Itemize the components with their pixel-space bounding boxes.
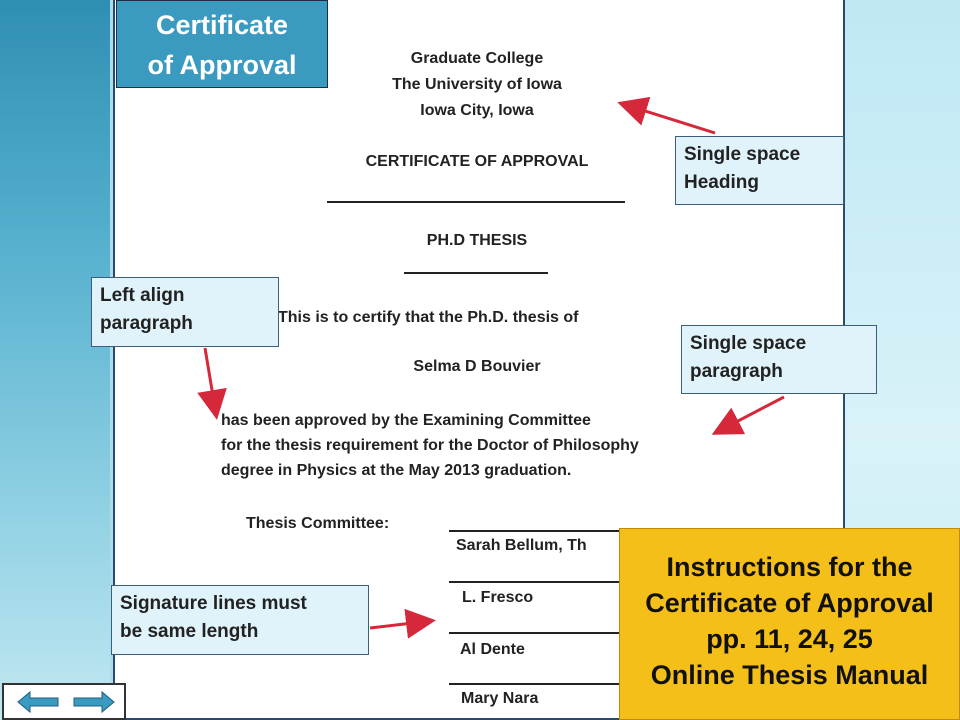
instructions-line-2: Certificate of Approval (645, 588, 934, 618)
instructions-line-1: Instructions for the (666, 552, 913, 582)
approval-line-3: degree in Physics at the May 2013 gradua… (221, 462, 572, 479)
committee-member-2: L. Fresco (462, 589, 534, 606)
signature-line (449, 530, 623, 532)
instructions-line-4: Online Thesis Manual (650, 660, 929, 690)
committee-member-3: Al Dente (460, 641, 525, 658)
slide-title: Certificate of Approval (116, 0, 328, 88)
student-name: Selma D Bouvier (413, 358, 541, 375)
committee-member-1: Sarah Bellum, Th (456, 537, 587, 554)
certify-text: This is to certify that the Ph.D. thesis… (278, 309, 579, 326)
slide-title-line-2: of Approval (147, 50, 297, 80)
callout-line: Left align (100, 285, 185, 306)
approval-line-1: has been approved by the Examining Commi… (221, 412, 591, 429)
callout-left-align: Left align paragraph (91, 277, 279, 347)
navigation-bar (2, 683, 126, 720)
committee-label: Thesis Committee: (246, 515, 390, 532)
thesis-type-underline (404, 272, 548, 274)
callout-line: Signature lines must (120, 593, 307, 614)
left-arrow-icon[interactable] (16, 690, 60, 714)
callout-line: Single space (690, 333, 807, 354)
callout-single-space-paragraph: Single space paragraph (681, 325, 877, 394)
left-background-band (0, 0, 110, 720)
callout-line: paragraph (100, 313, 193, 334)
callout-line: paragraph (690, 361, 783, 382)
signature-line (449, 632, 623, 634)
heading-college: Graduate College (410, 50, 544, 67)
thesis-type: PH.D THESIS (426, 232, 528, 249)
callout-line: be same length (120, 621, 259, 642)
callout-single-space-heading: Single space Heading (675, 136, 844, 205)
right-arrow-icon[interactable] (72, 690, 116, 714)
callout-line: Single space (684, 144, 801, 165)
instructions-line-3: pp. 11, 24, 25 (706, 624, 873, 654)
callout-line: Heading (684, 172, 759, 193)
committee-member-4: Mary Nara (461, 690, 539, 707)
heading-underline (327, 201, 625, 203)
heading-city: Iowa City, Iowa (420, 102, 534, 119)
heading-university: The University of Iowa (392, 76, 562, 93)
certificate-heading: CERTIFICATE OF APPROVAL (365, 153, 589, 170)
slide-title-line-1: Certificate (155, 10, 289, 40)
signature-line (449, 581, 623, 583)
callout-signature-lines: Signature lines must be same length (111, 585, 369, 655)
instructions-box: Instructions for the Certificate of Appr… (619, 528, 960, 720)
signature-line (449, 683, 623, 685)
approval-line-2: for the thesis requirement for the Docto… (221, 437, 639, 454)
